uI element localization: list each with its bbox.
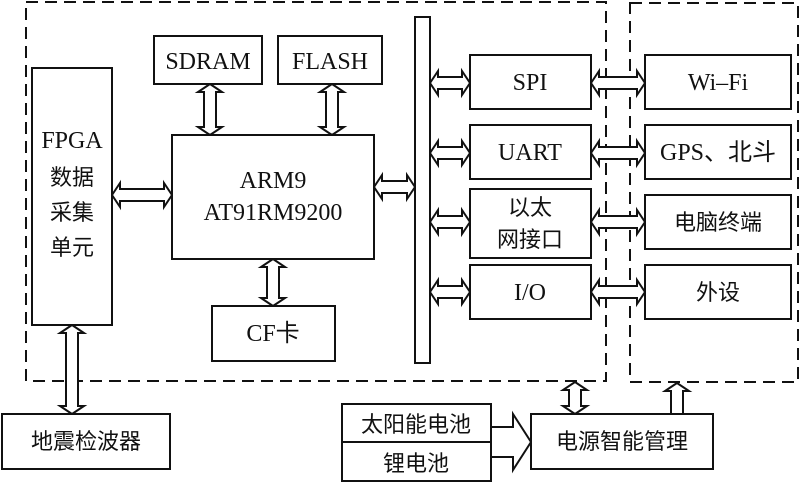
lithium-battery-label: 锂电池 xyxy=(383,452,449,477)
peripheral-label: 外设 xyxy=(696,281,740,306)
power-management-label: 电源智能管理 xyxy=(556,430,688,455)
flash-label: FLASH xyxy=(292,49,368,75)
bus-ethernet-arrow xyxy=(428,206,472,238)
fpga-label-line1: FPGA xyxy=(41,128,103,154)
fpga-arm-arrow xyxy=(110,179,174,211)
wifi-block: Wi–Fi xyxy=(644,54,792,110)
fpga-geophone-arrow xyxy=(56,323,88,416)
sdram-block: SDRAM xyxy=(153,35,263,85)
fpga-label-line4: 单元 xyxy=(50,236,94,261)
geophone-block: 地震检波器 xyxy=(1,413,171,470)
wifi-label: Wi–Fi xyxy=(688,70,749,96)
geophone-label: 地震检波器 xyxy=(31,430,141,455)
bus-spi-arrow xyxy=(428,67,472,99)
io-peripheral-arrow xyxy=(589,276,647,308)
arm-bus-arrow xyxy=(372,171,417,203)
sdram-arm-arrow xyxy=(194,82,226,137)
spi-label: SPI xyxy=(513,70,548,96)
spi-block: SPI xyxy=(469,54,592,110)
flash-arm-arrow xyxy=(316,82,348,137)
power-mainboard-arrow xyxy=(559,380,591,416)
cf-card-block: CF卡 xyxy=(211,305,336,362)
power-external-arrow xyxy=(661,381,693,415)
ethernet-block: 以太 网接口 xyxy=(469,188,592,259)
gps-beidou-block: GPS、北斗 xyxy=(644,124,792,180)
ethernet-label-line2: 网接口 xyxy=(497,228,563,253)
flash-block: FLASH xyxy=(277,35,383,85)
ethernet-label-line1: 以太 xyxy=(508,196,552,221)
fpga-block: FPGA 数据 采集 单元 xyxy=(31,67,113,326)
uart-gps-arrow xyxy=(589,137,647,169)
battery-power-arrow xyxy=(490,410,533,474)
arm-cf-arrow xyxy=(257,257,289,308)
arm-processor-block: ARM9 AT91RM9200 xyxy=(171,134,375,260)
peripheral-block: 外设 xyxy=(644,264,792,320)
power-management-block: 电源智能管理 xyxy=(530,413,714,470)
cf-card-label: CF卡 xyxy=(246,320,299,347)
fpga-label-line3: 采集 xyxy=(50,201,94,226)
io-label: I/O xyxy=(514,280,546,306)
bus-io-arrow xyxy=(428,276,472,308)
main-board-group xyxy=(25,1,607,382)
external-devices-group xyxy=(629,2,799,383)
pc-terminal-block: 电脑终端 xyxy=(644,194,792,250)
system-bus-bar xyxy=(414,16,431,364)
uart-block: UART xyxy=(469,124,592,180)
io-block: I/O xyxy=(469,264,592,320)
arm-label-line2: AT91RM9200 xyxy=(204,200,343,226)
ethernet-pc-arrow xyxy=(589,206,647,238)
bus-uart-arrow xyxy=(428,137,472,169)
spi-wifi-arrow xyxy=(589,67,647,99)
gps-beidou-label: GPS、北斗 xyxy=(660,139,776,166)
sdram-label: SDRAM xyxy=(165,49,250,75)
arm-label-line1: ARM9 xyxy=(240,168,307,194)
battery-block: 太阳能电池 锂电池 xyxy=(341,403,492,482)
pc-terminal-label: 电脑终端 xyxy=(674,211,762,236)
fpga-label-line2: 数据 xyxy=(50,166,94,191)
uart-label: UART xyxy=(498,140,562,166)
solar-battery-label: 太阳能电池 xyxy=(361,413,471,438)
